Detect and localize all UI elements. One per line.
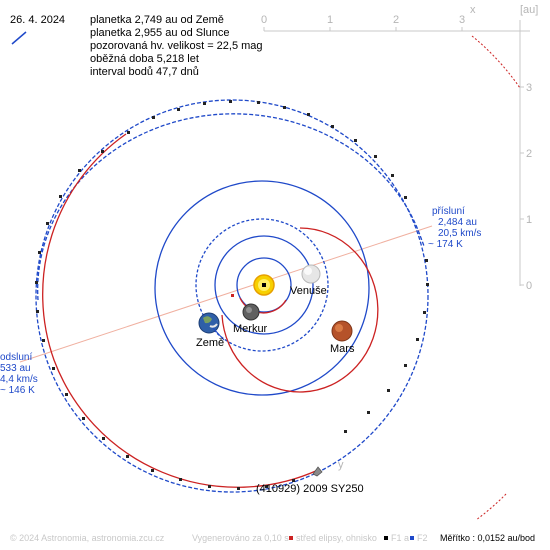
venus-orbit <box>214 235 314 335</box>
legend-center-text: střed elipsy, ohnisko <box>296 533 377 543</box>
venus-label: Venuše <box>290 285 327 297</box>
aphelion-label: odsluní 533 au 4,4 km/s ~ 146 K <box>0 352 38 396</box>
x-tick-2: 2 <box>393 14 399 26</box>
x-axis-label: x <box>470 4 476 16</box>
orbit-point-markers <box>35 100 429 490</box>
x-tick-0: 0 <box>261 14 267 26</box>
ellipse-center-marker <box>231 294 234 297</box>
info-line-1: planetka 2,749 au od Země <box>90 14 224 26</box>
info-line-5: interval bodů 47,7 dnů <box>90 66 199 78</box>
generated-time: Vygenerováno za 0,10 s <box>192 533 289 543</box>
info-line-3: pozorovaná hv. velikost = 22,5 mag <box>90 40 263 52</box>
perihelion-line-3: 20,5 km/s <box>438 228 481 239</box>
aphelion-line-2: 533 au <box>0 363 31 374</box>
asteroid-label: (410929) 2009 SY250 <box>256 483 364 495</box>
asteroid-orbit-outer <box>471 35 521 89</box>
asteroid-orbit-above <box>42 133 319 488</box>
asteroid-orbit-below <box>37 113 425 301</box>
unit-label: [au] <box>520 4 538 16</box>
apsis-line <box>19 225 433 363</box>
perihelion-line-4: ~ 174 K <box>428 239 463 250</box>
info-panel: 26. 4. 2024 planetka 2,749 au od Země pl… <box>10 14 263 78</box>
aphelion-line-3: 4,4 km/s <box>0 374 38 385</box>
mars-orbit <box>154 180 370 396</box>
earth-label: Země <box>196 337 224 349</box>
footer: © 2024 Astronomia, astronomia.zcu.cz Vyg… <box>10 533 535 543</box>
info-line-2: planetka 2,955 au od Slunce <box>90 27 229 39</box>
legend-f1-marker <box>384 536 388 540</box>
legend-f1-text: F1 a <box>391 533 409 543</box>
y-tick-2: 2 <box>526 148 532 160</box>
mercury-orbit-above <box>239 297 287 314</box>
y-axis-label: y <box>338 459 344 471</box>
asteroid-orbit <box>35 35 521 521</box>
perihelion-label: přísluní 2,484 au 20,5 km/s ~ 174 K <box>428 206 481 250</box>
earth-planet <box>198 312 220 334</box>
asteroid-orbit-circle <box>35 99 429 493</box>
y-tick-3: 3 <box>526 82 532 94</box>
earth-asteroid-line <box>212 327 225 341</box>
asteroid-marker <box>312 466 323 477</box>
x-tick-3: 3 <box>459 14 465 26</box>
perihelion-line-2: 2,484 au <box>438 217 477 228</box>
mars-planet <box>331 320 353 342</box>
axes: 0 1 2 3 x [au] 3 2 1 0 y <box>261 4 538 471</box>
scale-text: Měřítko : 0,0152 au/bod <box>440 533 535 543</box>
venus-planet <box>301 264 321 284</box>
aphelion-line-1: odsluní <box>0 352 32 363</box>
aphelion-line-4: ~ 146 K <box>0 385 35 396</box>
x-tick-1: 1 <box>327 14 333 26</box>
y-tick-1: 1 <box>526 214 532 226</box>
legend-center-marker <box>289 536 293 540</box>
info-line-4: oběžná doba 5,218 let <box>90 53 199 65</box>
direction-indicator <box>11 31 27 45</box>
perihelion-line-1: přísluní <box>432 206 465 217</box>
mercury-label: Merkur <box>233 323 268 335</box>
sun <box>253 274 275 296</box>
planet-orbits <box>154 180 379 396</box>
y-tick-0: 0 <box>526 280 532 292</box>
mercury-planet <box>242 303 260 321</box>
legend-f2-marker <box>410 536 414 540</box>
legend-f2-text: F2 <box>417 533 428 543</box>
mars-label: Mars <box>330 343 355 355</box>
earth-orbit <box>195 218 329 352</box>
mars-orbit-above <box>221 227 379 393</box>
date-label: 26. 4. 2024 <box>10 14 65 26</box>
mercury-orbit <box>236 257 292 313</box>
sun-focus-marker <box>262 283 266 287</box>
copyright-text: © 2024 Astronomia, astronomia.zcu.cz <box>10 533 165 543</box>
asteroid-orbit-outer-2 <box>475 493 507 521</box>
